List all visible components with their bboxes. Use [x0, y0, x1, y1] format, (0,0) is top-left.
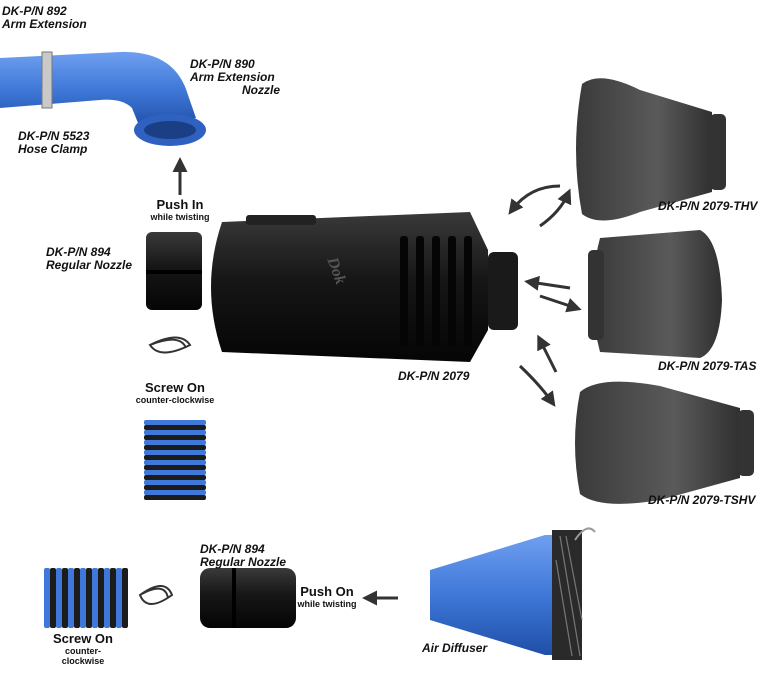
- grip-slot: [464, 236, 472, 346]
- label-tip-tshv-pn: DK-P/N 2079-TSHV: [648, 493, 756, 507]
- label-arm-extension-nozzle-name1: Arm Extension: [190, 70, 275, 84]
- thread-ring: [144, 475, 206, 480]
- thread-ring: [74, 568, 80, 628]
- tip-tshv-part: [575, 381, 754, 504]
- thread-ring: [92, 568, 98, 628]
- arrow-from-tas: [524, 275, 571, 291]
- action-screw-on-bottom-sub2: clockwise: [61, 656, 105, 666]
- arrow-to-tas: [539, 294, 582, 313]
- thread-ring: [144, 470, 206, 475]
- label-tip-tshv: DK-P/N 2079-TSHV: [648, 494, 755, 507]
- thread-ring: [144, 430, 206, 435]
- label-air-diffuser: Air Diffuser: [422, 642, 487, 655]
- label-regular-nozzle-left-pn: DK-P/N 894: [46, 245, 111, 259]
- thread-ring: [80, 568, 86, 628]
- label-arm-extension: DK-P/N 892 Arm Extension: [2, 5, 87, 31]
- grip-slot: [448, 236, 456, 346]
- arm-extension-hose: [0, 51, 206, 146]
- thread-ring: [144, 455, 206, 460]
- thread-ring: [86, 568, 92, 628]
- arrow-to-tshv: [518, 364, 556, 407]
- label-tip-thv-pn: DK-P/N 2079-THV: [658, 199, 758, 213]
- thread-ring: [144, 435, 206, 440]
- action-screw-on-bottom-sub1: counter-: [65, 646, 101, 656]
- action-screw-on-bottom: Screw On counter- clockwise: [38, 631, 128, 666]
- regular-nozzle-bottom-part: [200, 568, 296, 628]
- action-screw-on-left: Screw On counter-clockwise: [120, 380, 230, 405]
- label-arm-extension-nozzle-pn: DK-P/N 890: [190, 57, 255, 71]
- tip-thv-part: [576, 78, 726, 221]
- thread-ring: [68, 568, 74, 628]
- main-unit-part: [211, 212, 518, 362]
- threaded-hose-left: [144, 420, 206, 500]
- label-air-diffuser-name: Air Diffuser: [422, 641, 488, 655]
- thread-ring: [144, 420, 206, 425]
- label-arm-extension-pn: DK-P/N 892: [2, 4, 67, 18]
- hose-clamp-band: [41, 51, 53, 109]
- label-regular-nozzle-bottom-name: Regular Nozzle: [200, 555, 287, 569]
- thread-ring: [116, 568, 122, 628]
- grip-slot: [432, 236, 440, 346]
- grip-slot: [416, 236, 424, 346]
- thread-ring: [144, 445, 206, 450]
- arrow-to-thv: [539, 188, 572, 228]
- action-screw-on-left-main: Screw On: [145, 380, 205, 395]
- thread-ring: [144, 440, 206, 445]
- action-push-on-main: Push On: [300, 584, 354, 599]
- thread-ring: [144, 480, 206, 485]
- thread-ring: [144, 460, 206, 465]
- label-arm-extension-nozzle-name2: Nozzle: [241, 83, 280, 97]
- label-tip-tas: DK-P/N 2079-TAS: [658, 360, 756, 373]
- thread-ring: [50, 568, 56, 628]
- label-tip-tas-pn: DK-P/N 2079-TAS: [658, 359, 757, 373]
- action-push-in-sub: while twisting: [150, 212, 210, 222]
- label-regular-nozzle-bottom: DK-P/N 894 Regular Nozzle: [200, 543, 286, 569]
- label-regular-nozzle-left-name: Regular Nozzle: [46, 258, 133, 272]
- label-hose-clamp-name: Hose Clamp: [18, 142, 88, 156]
- twist-spiral-icon: [148, 336, 192, 354]
- twist-spiral-bottom-icon: [138, 585, 174, 605]
- thread-ring: [98, 568, 104, 628]
- thread-ring: [62, 568, 68, 628]
- action-screw-on-bottom-main: Screw On: [53, 631, 113, 646]
- label-arm-extension-nozzle: DK-P/N 890 Arm Extension Nozzle: [190, 58, 280, 97]
- label-regular-nozzle-bottom-pn: DK-P/N 894: [200, 542, 265, 556]
- thread-ring: [122, 568, 128, 628]
- threaded-hose-bottom: [44, 568, 128, 628]
- thread-ring: [144, 485, 206, 490]
- action-push-on: Push On while twisting: [296, 584, 358, 609]
- air-diffuser-part: [430, 527, 596, 660]
- thread-ring: [144, 450, 206, 455]
- thread-ring: [144, 425, 206, 430]
- label-main-unit-pn: DK-P/N 2079: [398, 369, 470, 383]
- thread-ring: [110, 568, 116, 628]
- arrow-from-tshv: [537, 334, 558, 373]
- tip-tas-part: [588, 230, 722, 358]
- action-screw-on-left-sub: counter-clockwise: [135, 395, 215, 405]
- thread-ring: [44, 568, 50, 628]
- label-regular-nozzle-left: DK-P/N 894 Regular Nozzle: [46, 246, 132, 272]
- arrow-to-unit-from-thv: [508, 184, 561, 215]
- thread-ring: [56, 568, 62, 628]
- label-hose-clamp: DK-P/N 5523 Hose Clamp: [18, 130, 89, 156]
- thread-ring: [144, 495, 206, 500]
- action-push-in: Push In while twisting: [140, 197, 220, 222]
- thread-ring: [104, 568, 110, 628]
- thread-ring: [144, 465, 206, 470]
- label-tip-thv: DK-P/N 2079-THV: [658, 200, 757, 213]
- label-hose-clamp-pn: DK-P/N 5523: [18, 129, 90, 143]
- action-push-in-main: Push In: [156, 197, 204, 212]
- label-main-unit: DK-P/N 2079: [398, 370, 469, 383]
- thread-ring: [144, 490, 206, 495]
- label-arm-extension-name: Arm Extension: [2, 17, 87, 31]
- action-push-on-sub: while twisting: [297, 599, 357, 609]
- regular-nozzle-left-part: [146, 232, 202, 310]
- grip-slot: [400, 236, 408, 346]
